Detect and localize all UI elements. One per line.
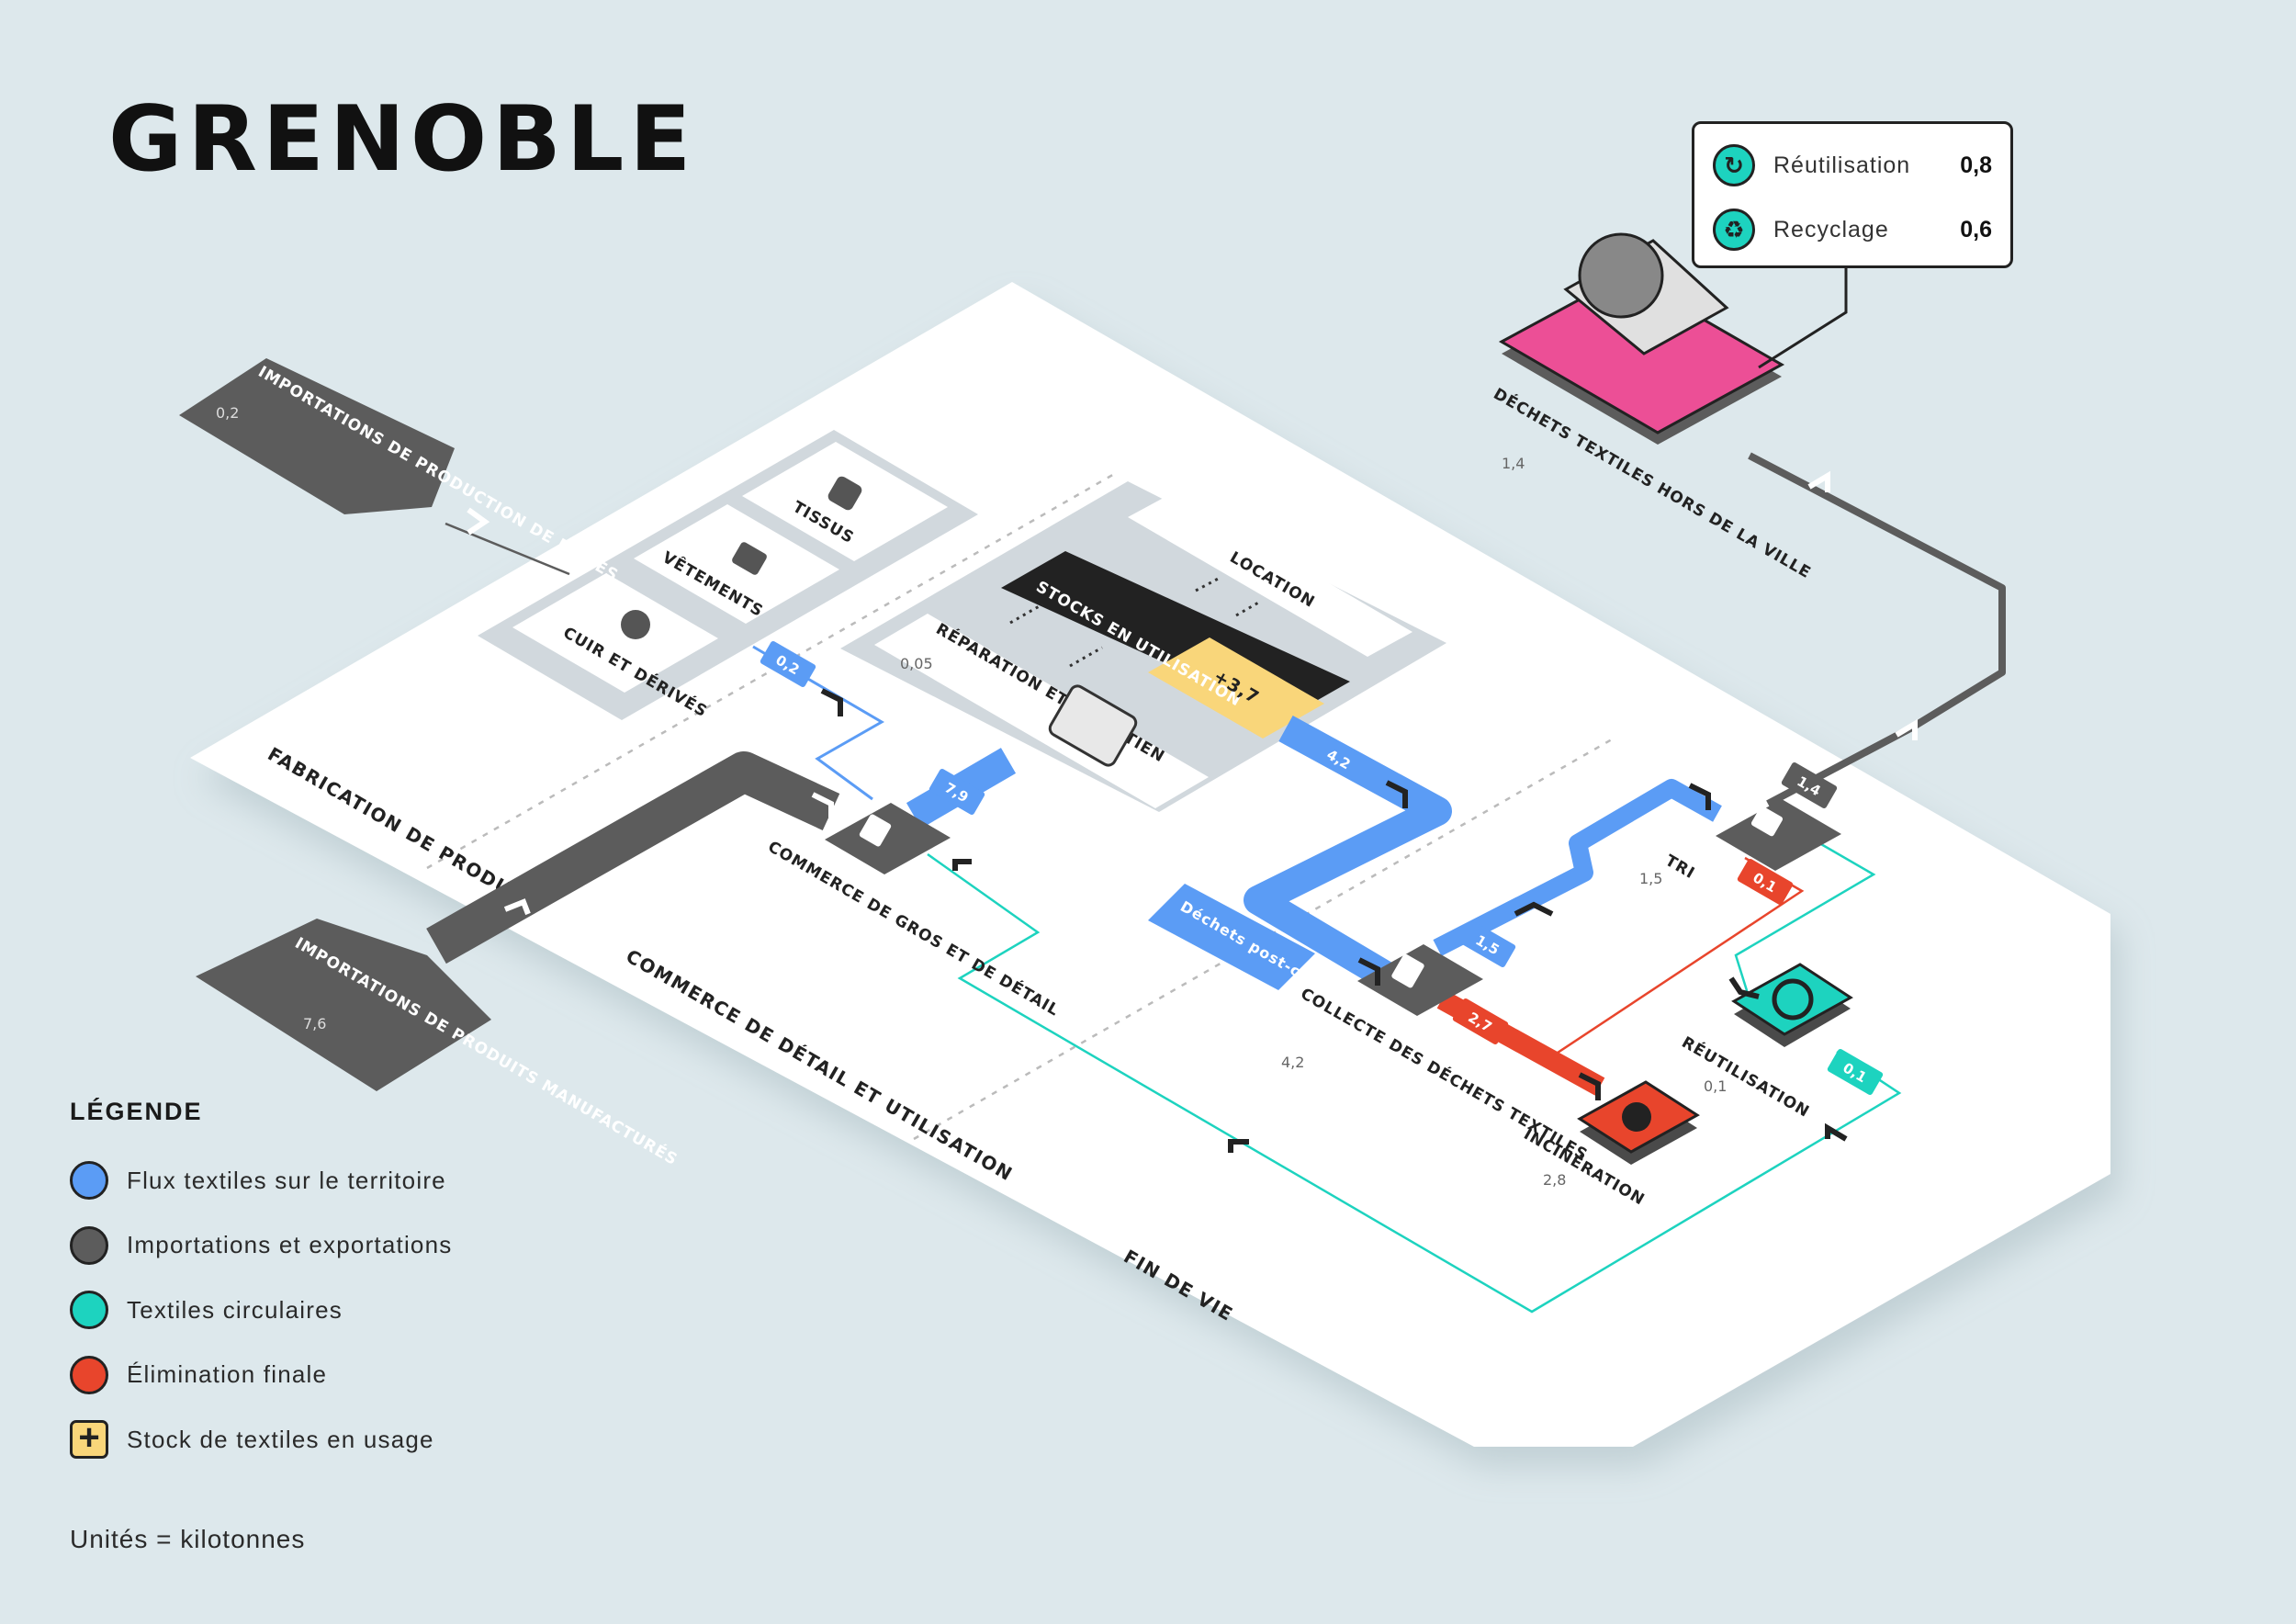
chevron-icon — [1825, 1122, 1848, 1142]
sewing-machine-icon — [1048, 684, 1138, 767]
out-of-city-node: DÉCHETS TEXTILES HORS DE LA VILLE 1,4 — [1491, 232, 1848, 582]
product-box-cuir — [512, 573, 718, 693]
legend-label: Textiles circulaires — [127, 1295, 343, 1324]
outcome-label: Réutilisation — [1773, 152, 1911, 178]
legend: LÉGENDE Flux textiles sur le territoire … — [70, 1098, 452, 1483]
chevron-icon — [503, 898, 531, 916]
repair-value: 0,05 — [900, 655, 933, 672]
legend-title: LÉGENDE — [70, 1098, 203, 1125]
legend-swatch-disposal — [70, 1355, 108, 1394]
chevron-icon — [1357, 957, 1380, 986]
dotted-link — [1069, 646, 1103, 668]
flow-fibre-to-retail — [752, 645, 884, 801]
fibre-imports-node: IMPORTATIONS DE PRODUCTION DE FIBRES 0,2 — [179, 358, 622, 585]
dotted-link — [1235, 600, 1261, 617]
chevron-icon — [1728, 976, 1760, 999]
sort-node: TRI 1,5 — [1639, 799, 1841, 887]
incineration-value: 2,8 — [1543, 1171, 1566, 1189]
flow-sort-to-out-of-city — [1748, 452, 2006, 807]
units-note: Unités = kilotonnes — [70, 1525, 306, 1553]
chevron-icon — [1688, 783, 1711, 810]
manufacturing-group: TISSUS VÊTEMENTS CUIR ET DÉRIVÉS — [478, 430, 978, 721]
dotted-link — [1195, 575, 1222, 592]
dotted-link — [1009, 603, 1043, 625]
outcome-row-reuse: ↻ Réutilisation 0,8 — [1713, 142, 1992, 188]
legend-item: Flux textiles sur le territoire — [70, 1159, 452, 1201]
flow-badge: 1,4 — [1781, 761, 1838, 809]
stock-change-box — [1148, 637, 1324, 739]
page-title: GRENOBLE — [108, 87, 697, 192]
shopping-bag-icon — [859, 814, 892, 847]
chevron-icon — [1385, 780, 1408, 808]
legend-swatch-circular — [70, 1291, 108, 1329]
reuse-value: 0,1 — [1704, 1077, 1727, 1095]
chevron-icon — [1578, 1072, 1601, 1100]
legend-label: Flux textiles sur le territoire — [127, 1166, 446, 1194]
chevron-icon — [1807, 470, 1830, 492]
legend-item: Stock de textiles en usage — [70, 1417, 452, 1460]
fire-icon — [1622, 1102, 1651, 1132]
chevron-icon — [811, 792, 834, 818]
outcome-value: 0,6 — [1960, 216, 1992, 242]
chevron-icon — [1514, 901, 1554, 917]
textile-pile-icon — [1578, 232, 1664, 319]
legend-swatch-imports — [70, 1225, 108, 1265]
fibre-imports-value: 0,2 — [216, 404, 239, 422]
flow-badge: 1,5 — [1459, 920, 1516, 968]
flow-badge: 0,2 — [760, 640, 816, 688]
flow-badge: 0,1 — [1827, 1048, 1884, 1096]
tshirt-icon — [732, 542, 767, 575]
flow-collection-to-sort — [1433, 779, 1722, 956]
legend-item: Importations et exportations — [70, 1224, 452, 1267]
reuse-icon — [1772, 978, 1814, 1021]
legend-label: Importations et exportations — [127, 1231, 453, 1258]
recycle-icon: ♻ — [1713, 209, 1755, 251]
flow-fibre-imports — [445, 522, 570, 576]
chevron-icon — [1895, 718, 1918, 740]
outcome-label: Recyclage — [1773, 216, 1889, 242]
callout-connector — [1758, 268, 1848, 369]
collection-value: 4,2 — [1281, 1054, 1304, 1071]
legend-label: Stock de textiles en usage — [127, 1425, 434, 1453]
sort-value: 1,5 — [1639, 870, 1662, 887]
legend-label: Élimination finale — [127, 1360, 328, 1388]
location-box — [1128, 492, 1412, 657]
chevron-icon — [952, 859, 972, 871]
legend-swatch-stock — [70, 1417, 108, 1459]
bin-icon — [1391, 953, 1424, 988]
flow-sort-to-reuse — [1734, 825, 1876, 1000]
flow-reuse-to-retail — [927, 852, 1902, 1314]
chevron-icon — [1228, 1139, 1249, 1153]
legend-item: Élimination finale — [70, 1354, 452, 1396]
flow-manufactured-imports — [426, 751, 840, 964]
repair-box — [874, 614, 1209, 808]
fabric-icon — [827, 476, 862, 511]
manufactured-imports-value: 7,6 — [303, 1015, 326, 1032]
sort-icon — [1750, 806, 1784, 837]
outcome-row-recycle: ♻ Recyclage 0,6 — [1713, 207, 1992, 253]
chevron-icon — [820, 688, 843, 716]
chevron-icon — [467, 507, 490, 536]
out-of-city-value: 1,4 — [1502, 455, 1525, 472]
zone-divider — [426, 471, 1117, 870]
outcomes-callout: ↻ Réutilisation 0,8 ♻ Recyclage 0,6 — [1692, 121, 2013, 268]
reuse-icon: ↻ — [1713, 144, 1755, 186]
outcome-value: 0,8 — [1960, 152, 1992, 178]
legend-item: Textiles circulaires — [70, 1289, 452, 1331]
leather-icon — [621, 610, 650, 639]
legend-swatch-territory — [70, 1161, 108, 1200]
